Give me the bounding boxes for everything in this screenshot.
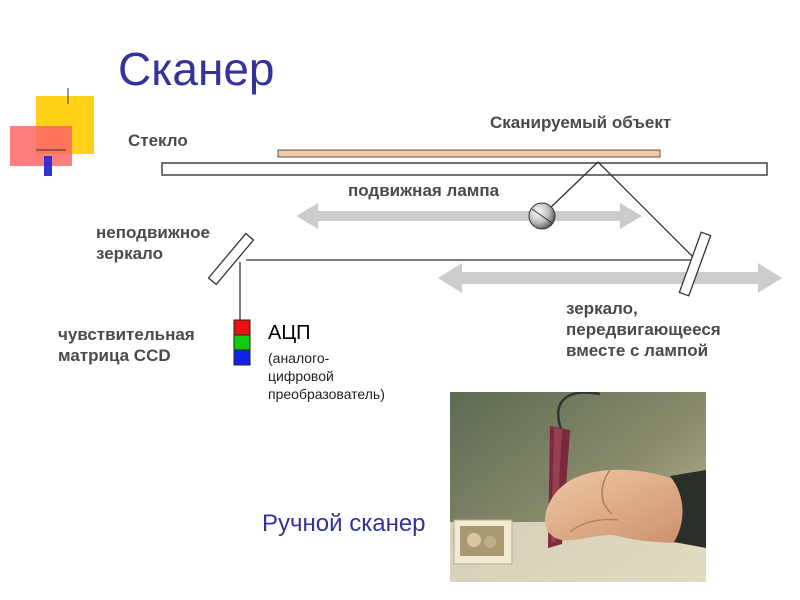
slide-title: Сканер xyxy=(118,43,275,95)
glass-label: Стекло xyxy=(128,131,188,150)
scanned-object xyxy=(277,149,661,158)
adc-description: (аналого- цифровой преобразователь) xyxy=(268,349,385,403)
ccd-label-line2: матрица CCD xyxy=(58,346,171,365)
mirror-motion-arrow xyxy=(438,263,782,293)
fixed-mirror-label: неподвижное зеркало xyxy=(96,222,210,264)
ccd-blue-cell xyxy=(233,349,251,366)
moving-mirror-label-line3: вместе с лампой xyxy=(566,341,709,360)
ccd-red-cell xyxy=(233,319,251,336)
scanned-object-label: Сканируемый объект xyxy=(490,113,672,132)
glass-plate xyxy=(161,162,768,176)
ccd-label: чувствительная матрица CCD xyxy=(58,324,195,366)
ccd-label-line1: чувствительная xyxy=(58,325,195,344)
moving-mirror-label-line1: зеркало, xyxy=(566,299,638,318)
adc-desc-line1: (аналого- xyxy=(268,350,330,366)
moving-lamp-label: подвижная лампа xyxy=(348,181,500,200)
lamp-motion-arrow xyxy=(296,203,642,229)
ccd-green-cell xyxy=(233,334,251,351)
light-path xyxy=(239,161,695,322)
fixed-mirror-label-line2: зеркало xyxy=(96,244,163,263)
moving-mirror-label: зеркало, передвигающееся вместе с лампой xyxy=(566,298,721,361)
adc-desc-line3: преобразователь) xyxy=(268,386,385,402)
handheld-scanner-caption: Ручной сканер xyxy=(262,510,426,537)
corner-accent xyxy=(10,88,94,176)
fixed-mirror xyxy=(207,232,255,286)
moving-mirror-label-line2: передвигающееся xyxy=(566,320,721,339)
ccd-sensor xyxy=(233,319,251,366)
adc-desc-line2: цифровой xyxy=(268,368,334,384)
adc-abbr: АЦП xyxy=(268,322,311,344)
moving-mirror xyxy=(678,231,712,297)
moving-lamp xyxy=(528,202,556,230)
handheld-scanner-photo xyxy=(450,392,706,582)
fixed-mirror-label-line1: неподвижное xyxy=(96,223,211,242)
